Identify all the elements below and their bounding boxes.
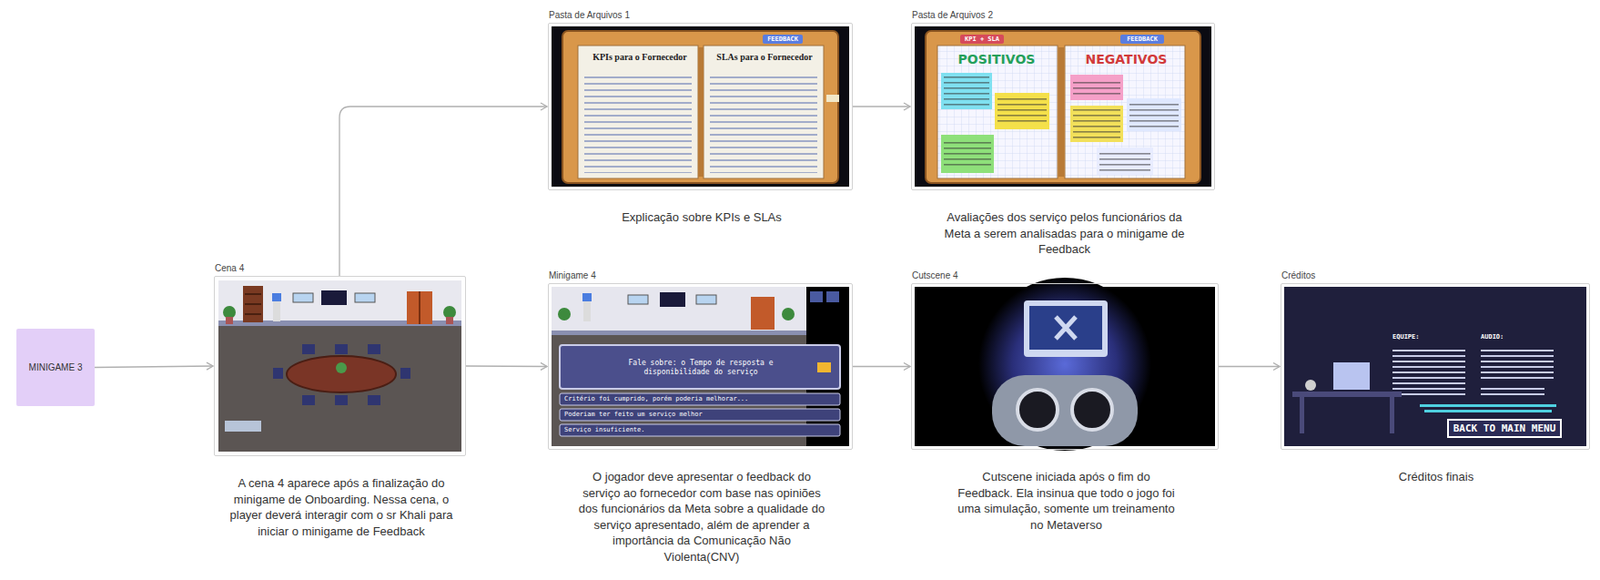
screen-text: KPIs para o Fornecedor <box>584 51 696 62</box>
credits-screen <box>1284 286 1587 446</box>
frame-caption: Cutscene iniciada após o fim do Feedback… <box>954 468 1178 533</box>
frame-caption: Avaliações dos serviço pelos funcionário… <box>943 209 1185 258</box>
flow-arrow <box>465 364 547 367</box>
screenshot-frame: Pasta de Arquivos 1Explicação sobre KPIs… <box>547 22 853 191</box>
box-label: MINIGAME 3 <box>29 362 83 373</box>
screen-text: POSITIVOS <box>946 51 1047 67</box>
screen-text: Poderiam ter feito um serviço melhor <box>564 410 829 419</box>
frame-title: Cena 4 <box>214 263 244 274</box>
screen-text: EQUIPE: <box>1392 333 1448 341</box>
screen-text: FEEDBACK <box>1120 34 1165 44</box>
screen-text: Serviço insuficiente. <box>564 425 829 435</box>
folder-kpi-sla <box>551 26 850 187</box>
frame-caption: A cena 4 aparece após a finalização do m… <box>218 475 465 539</box>
screenshot-frame: Cutscene 4Cutscene iniciada após o fim d… <box>911 283 1219 450</box>
frame-title: Minigame 4 <box>548 270 597 281</box>
flow-arrow <box>339 106 547 276</box>
frame-title: Créditos <box>1281 270 1316 281</box>
screen-text: SLAs para o Fornecedor <box>708 51 821 62</box>
minigame-dialog-screen <box>551 286 850 446</box>
screenshot-frame: Pasta de Arquivos 2Avaliações dos serviç… <box>911 22 1216 191</box>
screen-text: KPI + SLA <box>960 34 1004 44</box>
flow-arrow <box>852 365 911 367</box>
screen-text: Critério foi cumprido, porém poderia mel… <box>564 394 829 404</box>
minigame-box: MINIGAME 3 <box>16 328 95 406</box>
screen-text: AUDIO: <box>1480 333 1536 341</box>
screen-text: Fale sobre: o Tempo de resposta e dispon… <box>605 358 797 377</box>
folder-feedback <box>914 26 1212 187</box>
frame-caption: Créditos finais <box>1336 468 1537 486</box>
scene-room <box>218 280 462 452</box>
frame-title: Pasta de Arquivos 2 <box>911 10 993 21</box>
frame-title: Pasta de Arquivos 1 <box>548 10 630 21</box>
flow-arrow <box>1218 365 1280 367</box>
screenshot-frame: Cena 4A cena 4 aparece após a finalizaçã… <box>213 275 466 456</box>
screen-text: BACK TO MAIN MENU <box>1447 418 1562 438</box>
frame-caption: Explicação sobre KPIs e SLAs <box>565 209 839 226</box>
screen-text: FEEDBACK <box>762 34 803 44</box>
frame-title: Cutscene 4 <box>911 270 959 281</box>
frame-caption: O jogador deve apresentar o feedback do … <box>575 468 829 565</box>
screen-text: NEGATIVOS <box>1073 51 1179 67</box>
flow-arrow <box>94 365 213 368</box>
cutscene-vr <box>914 277 1216 451</box>
flow-arrow <box>852 105 911 107</box>
